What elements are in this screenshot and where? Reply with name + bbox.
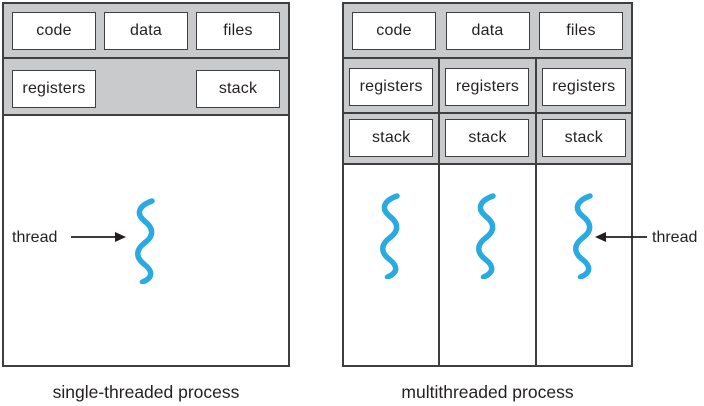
shared-resources-section: code data files — [4, 4, 288, 59]
thread-column-3: registers stack — [536, 59, 631, 365]
thread-state-section: registers — [344, 59, 439, 114]
thread-stack-section: stack — [536, 114, 631, 165]
multithreaded-process-box: code data files registers stack — [342, 2, 633, 367]
code-box: code — [12, 12, 96, 50]
stack-label: stack — [564, 129, 603, 146]
data-label: data — [130, 22, 162, 39]
multithreaded-caption: multithreaded process — [401, 382, 574, 402]
thread-state-section: registers — [536, 59, 631, 114]
right-thread-arrow-icon — [595, 232, 647, 242]
registers-box: registers — [541, 68, 626, 106]
registers-label: registers — [22, 80, 86, 97]
single-threaded-caption: single-threaded process — [52, 382, 240, 402]
stack-box: stack — [445, 119, 530, 157]
single-thread-area — [4, 116, 288, 365]
registers-label: registers — [359, 78, 423, 95]
data-box: data — [445, 12, 530, 50]
code-label: code — [36, 22, 72, 39]
code-label: code — [376, 22, 412, 39]
registers-box: registers — [445, 68, 530, 106]
shared-resources-section: code data files — [344, 4, 631, 59]
thread-area-2 — [440, 165, 534, 365]
files-label: files — [223, 22, 253, 39]
stack-box: stack — [541, 119, 626, 157]
code-box: code — [352, 12, 436, 50]
data-label: data — [471, 22, 504, 39]
thread-state-section: registers — [440, 59, 535, 114]
thread-columns: registers stack registers — [344, 59, 631, 365]
registers-box: registers — [12, 70, 96, 108]
registers-label: registers — [455, 78, 520, 95]
thread-squiggle-icon — [135, 198, 155, 284]
stack-label: stack — [218, 80, 258, 97]
left-thread-arrow-icon — [71, 232, 126, 242]
right-thread-label: thread — [652, 229, 698, 246]
thread-state-section: registers stack — [4, 59, 288, 116]
thread-area-1 — [344, 165, 438, 365]
files-box: files — [196, 12, 280, 50]
left-thread-label: thread — [12, 229, 58, 246]
thread-stack-section: stack — [344, 114, 439, 165]
thread-column-2: registers stack — [440, 59, 537, 365]
files-box: files — [539, 12, 623, 50]
thread-area-3 — [537, 165, 631, 365]
stack-box: stack — [349, 119, 434, 157]
single-threaded-process-box: code data files registers stack — [2, 2, 290, 367]
stack-box: stack — [196, 70, 280, 108]
files-label: files — [566, 22, 596, 39]
registers-label: registers — [552, 78, 616, 95]
stack-label: stack — [371, 129, 411, 146]
thread-column-1: registers stack — [344, 59, 441, 365]
registers-box: registers — [349, 68, 434, 106]
thread-squiggle-icon — [572, 193, 593, 279]
data-box: data — [104, 12, 188, 50]
thread-squiggle-icon — [380, 193, 400, 279]
stack-label: stack — [468, 129, 507, 146]
thread-stack-section: stack — [440, 114, 535, 165]
thread-squiggle-icon — [476, 193, 497, 279]
